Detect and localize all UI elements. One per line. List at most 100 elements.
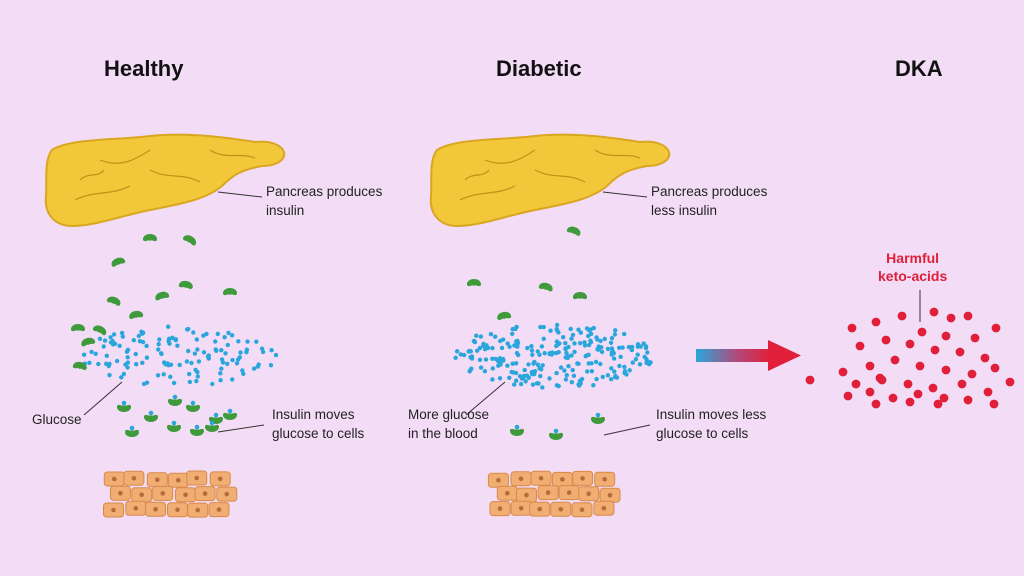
glucose-dot — [591, 325, 596, 331]
glucose-dot — [477, 357, 483, 362]
keto-acid-dot — [967, 369, 977, 379]
glucose-dot — [186, 326, 191, 332]
glucose-dot — [453, 355, 458, 360]
glucose-dot — [475, 348, 480, 353]
glucose-dot — [166, 324, 171, 329]
label-healthy-pancreas-line-2: insulin — [266, 203, 305, 218]
glucose-dot — [215, 331, 220, 337]
body-cell — [109, 485, 131, 501]
glucose-dot — [595, 337, 600, 342]
keto-acid-dot — [897, 311, 907, 321]
label-healthy-insulin-line-2: glucose to cells — [272, 426, 365, 441]
body-cell — [571, 502, 593, 518]
insulin-molecule — [509, 424, 525, 436]
glucose-dot — [576, 327, 581, 332]
glucose-dot — [530, 382, 536, 387]
label-healthy-insulin: Insulin moves glucose to cells — [272, 405, 364, 443]
body-cell — [550, 501, 572, 517]
glucose-dot — [575, 361, 580, 366]
glucose-dot — [454, 349, 460, 354]
glucose-dot — [594, 376, 599, 382]
insulin-molecule — [81, 337, 96, 347]
keto-acid-dot — [871, 317, 881, 327]
glucose-dot — [536, 381, 541, 386]
glucose-dot — [498, 338, 503, 344]
keto-acid-dot — [970, 333, 980, 343]
glucose-dot — [538, 373, 543, 379]
glucose-dot — [187, 371, 192, 377]
keto-acid-dot — [865, 387, 875, 397]
glucose-dot — [505, 363, 510, 368]
glucose-dot — [645, 350, 650, 355]
glucose-dot — [104, 353, 110, 358]
glucose-dot — [468, 355, 473, 360]
glucose-dot — [598, 338, 603, 344]
leader-line-healthy-pancreas — [217, 191, 263, 198]
glucose-dot — [478, 334, 484, 339]
glucose-dot — [461, 352, 467, 358]
glucose-dot — [569, 336, 574, 341]
insulin-molecule — [106, 296, 121, 306]
glucose-dot — [144, 343, 149, 349]
glucose-dot — [474, 333, 479, 338]
glucose-dot — [563, 347, 568, 352]
keto-acid-dot — [930, 345, 940, 355]
keto-acid-dot — [890, 355, 900, 365]
glucose-dot — [554, 322, 560, 328]
glucose-dot — [482, 347, 488, 352]
glucose-dot — [195, 347, 200, 352]
body-cell — [510, 471, 532, 487]
glucose-dot — [637, 362, 643, 367]
label-diabetic-glucose: More glucose in the blood — [408, 405, 489, 443]
glucose-dot — [166, 336, 172, 341]
label-diabetic-glucose-line-2: in the blood — [408, 426, 478, 441]
glucose-dot — [119, 375, 124, 380]
glucose-dot — [171, 380, 177, 386]
pancreas-diabetic — [429, 133, 671, 228]
glucose-dot — [510, 361, 515, 366]
glucose-dot — [133, 351, 138, 357]
glucose-dot — [210, 381, 215, 387]
glucose-dot — [614, 375, 620, 380]
glucose-dot — [555, 342, 561, 347]
keto-acid-dot — [989, 399, 999, 409]
glucose-dot — [87, 360, 92, 365]
pancreas-healthy — [44, 133, 286, 228]
insulin-molecule — [538, 282, 553, 292]
keto-acid-dot — [1005, 377, 1015, 387]
glucose-dot — [505, 341, 510, 346]
glucose-dot — [512, 382, 517, 387]
glucose-dot — [540, 363, 545, 368]
glucose-dot — [608, 340, 614, 345]
glucose-dot — [582, 340, 587, 345]
body-cell — [496, 485, 518, 501]
keto-acid-dot — [855, 341, 865, 351]
label-diabetic-glucose-line-1: More glucose — [408, 407, 490, 422]
body-cell — [187, 502, 209, 518]
keto-acid-dot — [888, 393, 898, 403]
glucose-dot — [591, 383, 596, 388]
label-healthy-insulin-line-1: Insulin moves — [272, 407, 355, 422]
insulin-molecule — [566, 226, 581, 236]
glucose-dot — [245, 339, 250, 344]
glucose-dot — [511, 370, 516, 375]
glucose-dot — [535, 349, 540, 354]
body-cell — [103, 502, 124, 518]
glucose-dot — [259, 346, 265, 351]
glucose-dot — [219, 366, 224, 371]
insulin-molecule — [204, 420, 220, 432]
glucose-dot — [558, 365, 564, 370]
glucose-dot — [159, 351, 164, 357]
glucose-dot — [195, 374, 200, 379]
glucose-dot — [605, 346, 611, 352]
glucose-dot — [161, 372, 166, 377]
insulin-molecule — [111, 257, 126, 267]
cell-clusters — [103, 470, 621, 518]
keto-acid-dot — [991, 323, 1001, 333]
glucose-dot — [600, 374, 605, 380]
body-cell — [146, 472, 168, 488]
glucose-dot — [251, 366, 257, 371]
cell-cluster — [487, 470, 621, 518]
glucose-dot — [617, 363, 622, 369]
